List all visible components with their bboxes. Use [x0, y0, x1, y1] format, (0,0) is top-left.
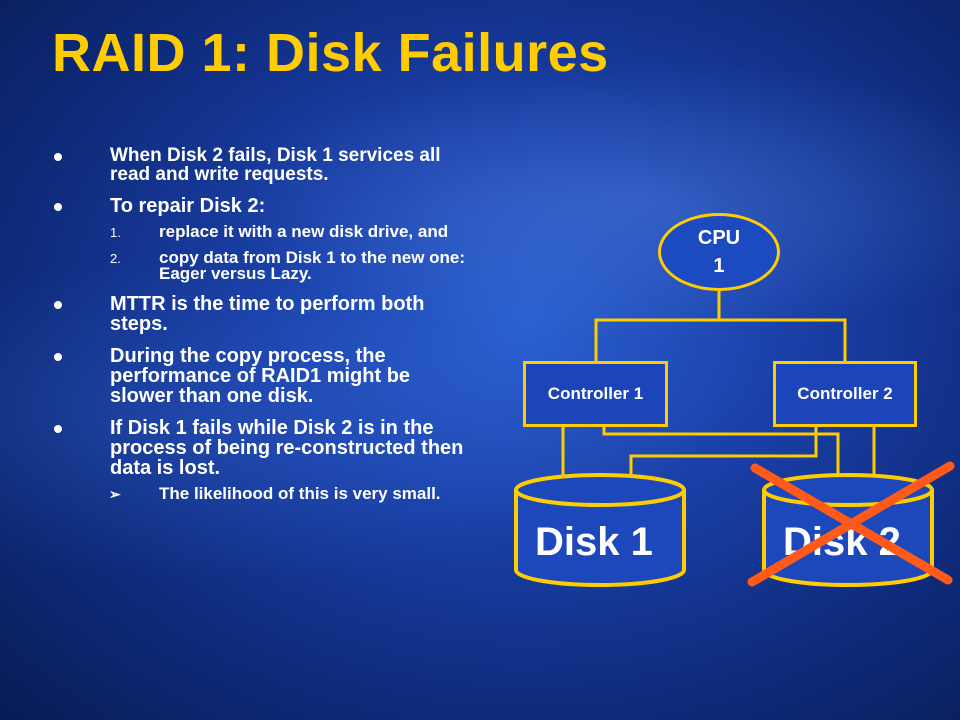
step-text: replace it with a new disk drive, and	[159, 222, 449, 241]
bullet-item: If Disk 1 fails while Disk 2 is in the p…	[52, 418, 477, 502]
controller2-label: Controller 2	[797, 384, 893, 403]
bullet-dot-icon	[54, 301, 62, 309]
bullet-dot-icon	[54, 353, 62, 361]
step-text: copy data from Disk 1 to the new one: Ea…	[159, 248, 466, 283]
bullet-text: To repair Disk 2:	[110, 195, 266, 217]
controller1-disk2-line	[602, 427, 840, 490]
step-number: 1.	[110, 225, 121, 240]
arrow-bullet-icon: ➢	[109, 486, 121, 502]
bullet-list: When Disk 2 fails, Disk 1 services all r…	[52, 146, 477, 514]
note-list: ➢ The likelihood of this is very small.	[109, 484, 477, 503]
cpu-bus-line	[594, 291, 721, 361]
bullet-text: If Disk 1 fails while Disk 2 is in the p…	[110, 417, 464, 479]
controller1-label: Controller 1	[547, 384, 644, 403]
bullet-dot-icon	[54, 153, 62, 161]
bullet-item: To repair Disk 2: 1. replace it with a n…	[52, 196, 477, 282]
disk1-label: Disk 1	[535, 520, 653, 564]
repair-steps-list: 1. replace it with a new disk drive, and…	[110, 222, 477, 283]
bullet-text: When Disk 2 fails, Disk 1 services all r…	[110, 145, 441, 185]
repair-step: 2. copy data from Disk 1 to the new one:…	[110, 248, 477, 283]
controller1-box: Controller 1	[523, 361, 668, 427]
cpu-node: CPU 1	[658, 213, 780, 291]
bullet-item: MTTR is the time to perform both steps.	[52, 294, 477, 334]
cpu-bus-line	[719, 318, 847, 361]
controller2-box: Controller 2	[773, 361, 917, 427]
step-number: 2.	[110, 251, 121, 266]
cpu-number: 1	[713, 255, 725, 277]
cpu-label: CPU	[697, 227, 741, 249]
bullet-item: When Disk 2 fails, Disk 1 services all r…	[52, 146, 477, 184]
bullet-item: During the copy process, the performance…	[52, 346, 477, 406]
slide-title: RAID 1: Disk Failures	[52, 23, 609, 83]
bullet-dot-icon	[54, 203, 62, 211]
note-item: ➢ The likelihood of this is very small.	[109, 484, 477, 503]
bullet-dot-icon	[54, 425, 62, 433]
controller2-disk1-line	[629, 427, 818, 490]
bullet-text: MTTR is the time to perform both steps.	[110, 293, 425, 335]
disk1-cylinder	[514, 473, 686, 587]
repair-step: 1. replace it with a new disk drive, and	[110, 222, 477, 241]
note-text: The likelihood of this is very small.	[159, 484, 441, 503]
bullet-text: During the copy process, the performance…	[110, 345, 411, 407]
